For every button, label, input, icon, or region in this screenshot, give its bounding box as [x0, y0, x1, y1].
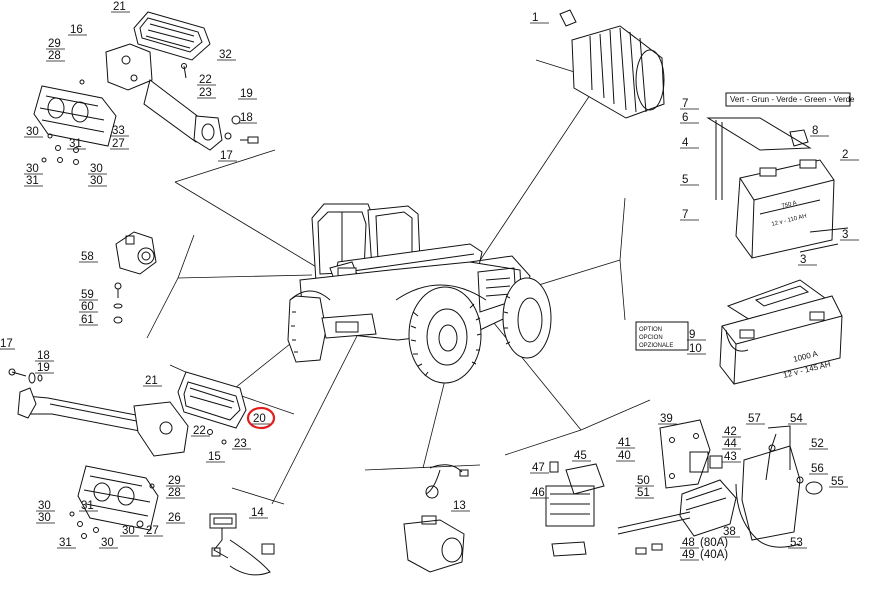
fuse-box: [545, 461, 605, 557]
part-label[interactable]: 39: [660, 413, 673, 425]
part-label[interactable]: 42: [724, 426, 737, 438]
part-label[interactable]: 7: [682, 209, 688, 221]
part-label[interactable]: 28: [48, 50, 61, 62]
part-label[interactable]: 21: [113, 1, 126, 13]
part-label[interactable]: 30: [26, 126, 39, 138]
part-label[interactable]: 32: [219, 49, 232, 61]
part-label[interactable]: 27: [146, 525, 159, 537]
part-label[interactable]: 2: [842, 149, 848, 161]
work-lamp-assembly-top: [33, 11, 259, 165]
part-label[interactable]: 27: [112, 138, 125, 150]
work-lamp-arm-assembly: [8, 368, 247, 457]
battery-cover: [735, 425, 823, 548]
telehandler-machine: [287, 203, 552, 384]
part-label[interactable]: 16: [70, 24, 83, 36]
option-label-it: OPZIONALE: [639, 343, 673, 349]
part-label[interactable]: 48: [682, 537, 695, 549]
part-label[interactable]: 14: [251, 507, 264, 519]
relay-plate: [617, 419, 737, 555]
part-label[interactable]: 17: [220, 150, 233, 162]
part-label[interactable]: 3: [842, 229, 848, 241]
part-label[interactable]: 17: [0, 338, 13, 350]
highlight-ring: [246, 406, 276, 430]
part-label[interactable]: 51: [637, 487, 650, 499]
part-label[interactable]: 4: [682, 137, 689, 149]
part-labels: 21 32 16 29 28 22 23 19 18 17 33 27 30 3…: [0, 1, 859, 561]
part-label[interactable]: 31: [69, 138, 82, 150]
part-label[interactable]: 20: [253, 413, 266, 425]
part-label[interactable]: 21: [145, 375, 158, 387]
part-label[interactable]: 22: [199, 74, 212, 86]
part-label[interactable]: 58: [81, 251, 94, 263]
part-label[interactable]: 53: [790, 537, 803, 549]
pressure-sensor: [403, 464, 469, 573]
part-label[interactable]: 57: [748, 413, 761, 425]
part-label[interactable]: 47: [532, 462, 545, 474]
part-label[interactable]: 44: [724, 438, 737, 450]
part-label[interactable]: 22: [193, 425, 206, 437]
part-label[interactable]: 6: [682, 112, 688, 124]
part-label[interactable]: 29: [48, 38, 61, 50]
part-label[interactable]: 30: [90, 163, 103, 175]
part-label[interactable]: 23: [199, 87, 212, 99]
part-label[interactable]: 45: [574, 450, 587, 462]
part-label[interactable]: 54: [790, 413, 803, 425]
part-label[interactable]: 46: [532, 487, 545, 499]
part-label[interactable]: 23: [234, 438, 247, 450]
option-label-fr: OPTION: [639, 327, 662, 333]
part-label[interactable]: 56: [811, 463, 824, 475]
part-label[interactable]: 3: [800, 254, 806, 266]
part-label[interactable]: 30: [38, 500, 51, 512]
part-label[interactable]: 18: [37, 350, 50, 362]
part-label[interactable]: 41: [618, 437, 631, 449]
cable-color-box: [725, 92, 851, 107]
part-label[interactable]: 7: [682, 98, 688, 110]
part-label[interactable]: 40: [618, 450, 631, 462]
part-label[interactable]: 30: [90, 175, 103, 187]
part-label[interactable]: 30: [38, 512, 51, 524]
part-label[interactable]: 50: [637, 475, 650, 487]
beacon-bracket: [113, 231, 157, 324]
part-label[interactable]: 49: [682, 549, 695, 561]
part-label[interactable]: 10: [689, 343, 702, 355]
part-label[interactable]: 28: [168, 487, 181, 499]
part-label[interactable]: 61: [81, 314, 94, 326]
battery-small: [706, 117, 849, 259]
part-label[interactable]: 19: [37, 362, 50, 374]
part-label[interactable]: 30: [26, 163, 39, 175]
part-label[interactable]: 30: [101, 537, 114, 549]
part-label[interactable]: 55: [831, 476, 844, 488]
option-label-es: OPCION: [639, 335, 663, 341]
rear-lamp-assembly: [69, 465, 159, 539]
part-label[interactable]: 52: [811, 438, 824, 450]
battery-small-amps: 750 A: [781, 200, 797, 210]
air-filter: [559, 9, 665, 119]
part-label[interactable]: 31: [59, 537, 72, 549]
part-label[interactable]: 43: [724, 451, 737, 463]
part-label[interactable]: 15: [208, 451, 221, 463]
part-label[interactable]: 60: [81, 301, 94, 313]
cable-color-label: Vert - Grun - Verde - Green - Verde: [730, 95, 855, 104]
fuse-rating-40: (40A): [700, 549, 728, 561]
part-label[interactable]: 8: [812, 125, 818, 137]
part-label[interactable]: 19: [240, 88, 253, 100]
fuse-rating-80: (80A): [700, 537, 728, 549]
part-label[interactable]: 38: [723, 526, 736, 538]
part-label[interactable]: 31: [26, 175, 39, 187]
battery-large: [635, 279, 843, 385]
part-label[interactable]: 1: [532, 12, 538, 24]
part-label[interactable]: 9: [689, 329, 695, 341]
part-label[interactable]: 18: [240, 112, 253, 124]
part-label[interactable]: 59: [81, 289, 94, 301]
part-label[interactable]: 5: [682, 174, 688, 186]
part-label[interactable]: 33: [112, 125, 125, 137]
wiring-harness: [209, 513, 275, 576]
part-label[interactable]: 29: [168, 475, 181, 487]
part-label[interactable]: 26: [168, 512, 181, 524]
part-label[interactable]: 31: [81, 500, 94, 512]
part-label[interactable]: 13: [453, 500, 466, 512]
part-label[interactable]: 30: [122, 525, 135, 537]
